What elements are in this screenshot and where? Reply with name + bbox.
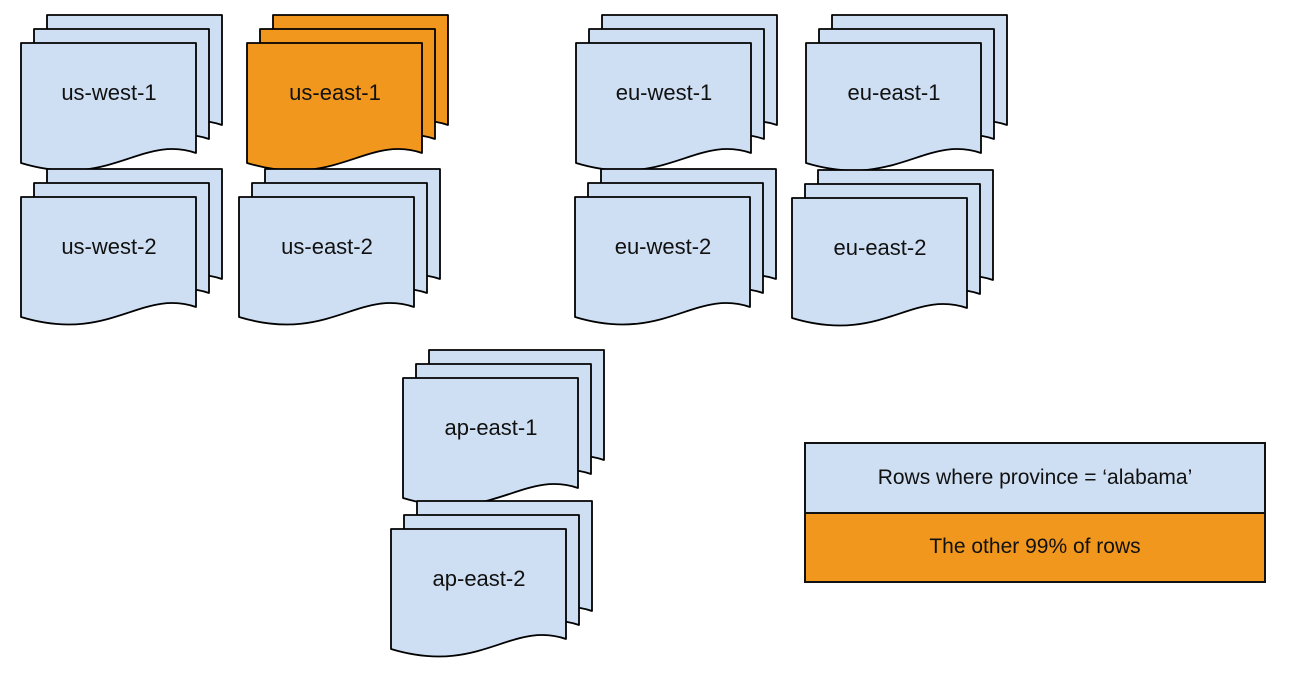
document-stack-icon	[238, 168, 441, 326]
legend-item-label: The other 99% of rows	[929, 535, 1141, 559]
document-stack-icon	[791, 169, 994, 327]
region-stack-eu-east-1: eu-east-1	[805, 14, 1009, 176]
region-stack-eu-west-2: eu-west-2	[574, 168, 778, 330]
document-stack-icon	[246, 14, 449, 172]
region-stack-us-west-2: us-west-2	[20, 168, 224, 330]
document-stack-icon	[20, 168, 223, 326]
legend-item-label: Rows where province = ‘alabama’	[877, 465, 1193, 489]
document-stack-icon	[574, 168, 777, 326]
document-stack-icon	[575, 14, 778, 172]
region-stack-us-east-2: us-east-2	[238, 168, 442, 330]
region-stack-us-east-1: us-east-1	[246, 14, 450, 176]
region-stack-ap-east-2: ap-east-2	[390, 500, 594, 662]
document-stack-icon	[20, 14, 223, 172]
legend-item-alabama-rows: Rows where province = ‘alabama’	[806, 444, 1264, 514]
region-stack-us-west-1: us-west-1	[20, 14, 224, 176]
document-stack-icon	[805, 14, 1008, 172]
region-stack-ap-east-1: ap-east-1	[402, 349, 606, 511]
document-stack-icon	[402, 349, 605, 507]
legend-item-other-rows: The other 99% of rows	[806, 513, 1264, 581]
region-stack-eu-west-1: eu-west-1	[575, 14, 779, 176]
region-stack-eu-east-2: eu-east-2	[791, 169, 995, 331]
document-stack-icon	[390, 500, 593, 658]
legend: Rows where province = ‘alabama’ The othe…	[804, 442, 1266, 583]
